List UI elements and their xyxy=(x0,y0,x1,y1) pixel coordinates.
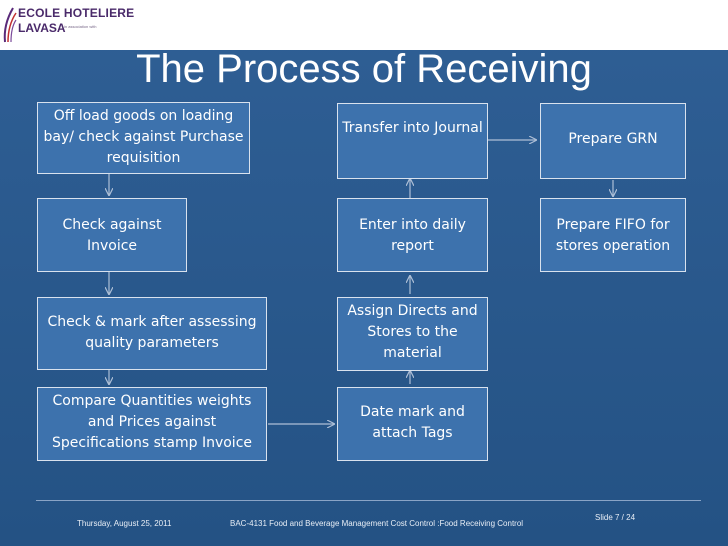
footer-slide-number: Slide 7 / 24 xyxy=(595,513,636,522)
box-check-invoice: Check against Invoice xyxy=(37,198,187,272)
box-assign-directs-stores: Assign Directs and Stores to the materia… xyxy=(337,297,488,371)
footer-course-title: BAC-4131 Food and Beverage Management Co… xyxy=(230,519,524,528)
logo-name-line1: ECOLE HOTELIERE xyxy=(18,6,135,20)
footer-divider xyxy=(36,500,701,501)
logo-mark-icon xyxy=(3,7,17,43)
box-prepare-fifo: Prepare FIFO for stores operation xyxy=(540,198,686,272)
box-prepare-grn: Prepare GRN xyxy=(540,103,686,179)
box-date-mark-tags: Date mark and attach Tags xyxy=(337,387,488,461)
box-check-mark-quality: Check & mark after assessing quality par… xyxy=(37,297,267,370)
logo-name-line2: LAVASA xyxy=(18,21,66,35)
header-band xyxy=(0,0,728,50)
box-transfer-journal: Transfer into Journal xyxy=(337,103,488,179)
box-compare-quantities: Compare Quantities weights and Prices ag… xyxy=(37,387,267,461)
logo-tagline: in association with xyxy=(64,24,97,29)
box-offload-goods: Off load goods on loading bay/ check aga… xyxy=(37,102,250,174)
box-enter-daily-report: Enter into daily report xyxy=(337,198,488,272)
footer-date: Thursday, August 25, 2011 xyxy=(77,519,172,528)
slide-title: The Process of Receiving xyxy=(136,47,592,91)
logo: ECOLE HOTELIERE LAVASA in association wi… xyxy=(2,2,134,48)
